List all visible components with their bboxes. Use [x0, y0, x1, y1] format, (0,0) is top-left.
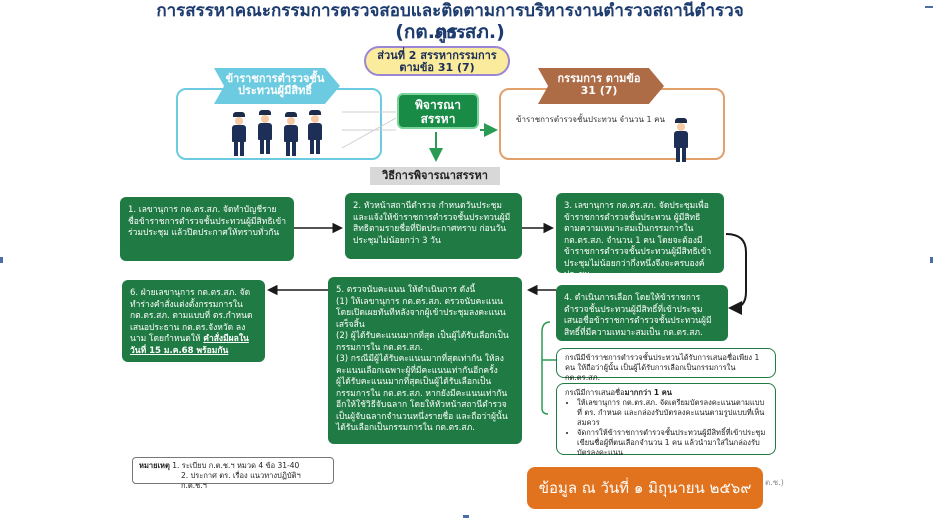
step-6-emphasis: คำสั่งมีผลในวันที่ 15 ม.ค.68 พร้อมกัน [130, 334, 249, 356]
step-3-box: 3. เลขานุการ กต.ตร.สภ. จัดประชุมเพื่อข้า… [556, 193, 724, 280]
edge-mark-bottom [463, 515, 469, 518]
consider-recruit-box: พิจารณา สรรหา [397, 93, 479, 129]
method-label: วิธีการพิจารณาสรรหา [370, 167, 500, 185]
edge-mark-top-right [925, 6, 933, 8]
page-title: การสรรหาคณะกรรมการตรวจสอบและติดตามการบริ… [156, 1, 744, 43]
police-officer-icon [674, 118, 688, 162]
edge-mark-right [930, 257, 933, 263]
note-multiple-bullet-2: จัดการให้ข้าราชการตำรวจชั้นประทวนผู้มีสิ… [577, 428, 767, 458]
part-label: ส่วนที่ 2 สรรหากรรมการ ตามข้อ 31 (7) [364, 46, 510, 76]
reference-item-2: 2. ประกาศ ตร. เรื่อง แนวทางปฏิบัติฯ ก.ต.… [181, 471, 301, 490]
note-multiple-heading-emph: มากกว่า 1 คน [624, 388, 672, 397]
note-multiple-heading-pre: กรณีมีการเสนอชื่อ [565, 388, 625, 397]
reference-box: หมายเหตุ 1. ระเบียบ ก.ต.ช.ฯ หมวด 4 ข้อ 3… [132, 457, 334, 490]
step-1-text: 1. เลขานุการ กต.ตร.สภ. จัดทำบัญชีรายชื่อ… [128, 205, 287, 238]
step-6-text: 6. ฝ่ายเลขานุการ กต.ตร.สภ. จัดทำร่างคำสั… [130, 288, 253, 344]
police-officer-icon [284, 112, 298, 156]
police-officer-icon [232, 112, 246, 156]
step-2-text: 2. หัวหน้าสถานีตำรวจ กำหนดวันประชุม และแ… [353, 201, 511, 246]
committee-member-text: ข้าราชการตำรวจชั้นประทวน จำนวน 1 คน [516, 115, 665, 124]
step-4-box: 4. ดำเนินการเลือก โดยให้ข้าราชการตำรวจชั… [556, 285, 728, 341]
note-single-nominee: กรณีมีข้าราชการตำรวจชั้นประทวนได้รับการเ… [556, 348, 776, 382]
note-multiple-nominees: กรณีมีการเสนอชื่อมากกว่า 1 คน ให้เลขานุก… [556, 383, 776, 458]
step-5-box: 5. ตรวจนับคะแนน ให้ดำเนินการ ดังนี้ (1) … [328, 277, 522, 444]
step-5-point-3: (3) กรณีมีผู้ได้รับคะแนนมากที่สุดเท่ากัน… [336, 354, 504, 376]
step-5-point-1: (1) ให้เลขานุการ กต.ตร.สภ. ตรวจนับคะแนนโ… [336, 296, 506, 330]
step-1-box: 1. เลขานุการ กต.ตร.สภ. จัดทำบัญชีรายชื่อ… [120, 197, 294, 261]
step-5-point-4: ผู้ได้รับคะแนนมากที่สุดเป็นผู้ได้รับเลือ… [336, 377, 508, 433]
note-multiple-list: ให้เลขานุการ กต.ตร.สภ. จัดเตรียมบัตรลงคะ… [565, 398, 767, 458]
step-2-box: 2. หัวหน้าสถานีตำรวจ กำหนดวันประชุม และแ… [345, 193, 522, 259]
committee-member-ribbon: กรรมการ ตามข้อ 31 (7) [538, 68, 664, 104]
step-3-text: 3. เลขานุการ กต.ตร.สภ. จัดประชุมเพื่อข้า… [564, 201, 712, 280]
step-6-box: 6. ฝ่ายเลขานุการ กต.ตร.สภ. จัดทำร่างคำสั… [122, 280, 265, 362]
police-officer-icon [258, 110, 272, 154]
note-multiple-heading: กรณีมีการเสนอชื่อมากกว่า 1 คน [565, 388, 767, 398]
reference-item-1: 1. ระเบียบ ก.ต.ช.ฯ หมวด 4 ข้อ 31-40 [172, 461, 300, 470]
step-5-point-2: (2) ผู้ได้รับคะแนนมากที่สุด เป็นผู้ได้รั… [336, 331, 509, 353]
note-single-nominee-text: กรณีมีข้าราชการตำรวจชั้นประทวนได้รับการเ… [565, 353, 760, 382]
note-multiple-bullet-1: ให้เลขานุการ กต.ตร.สภ. จัดเตรียมบัตรลงคะ… [577, 398, 767, 428]
police-officer-icon [308, 110, 322, 154]
credit-text: ต.ช.) [765, 478, 784, 487]
step-5-heading: 5. ตรวจนับคะแนน ให้ดำเนินการ ดังนี้ [336, 285, 476, 295]
eligible-officers-ribbon: ข้าราชการตำรวจชั้นประทวนผู้มีสิทธิ์ [214, 68, 340, 104]
step-4-text: 4. ดำเนินการเลือก โดยให้ข้าราชการตำรวจชั… [564, 293, 712, 338]
edge-mark-left [0, 257, 3, 263]
date-badge: ข้อมูล ณ วันที่ ๑ มิถุนายน ๒๕๖๙ [527, 467, 763, 509]
reference-label: หมายเหตุ [139, 461, 170, 470]
page-subtitle: (กต.ตร.สภ.) [395, 21, 505, 43]
